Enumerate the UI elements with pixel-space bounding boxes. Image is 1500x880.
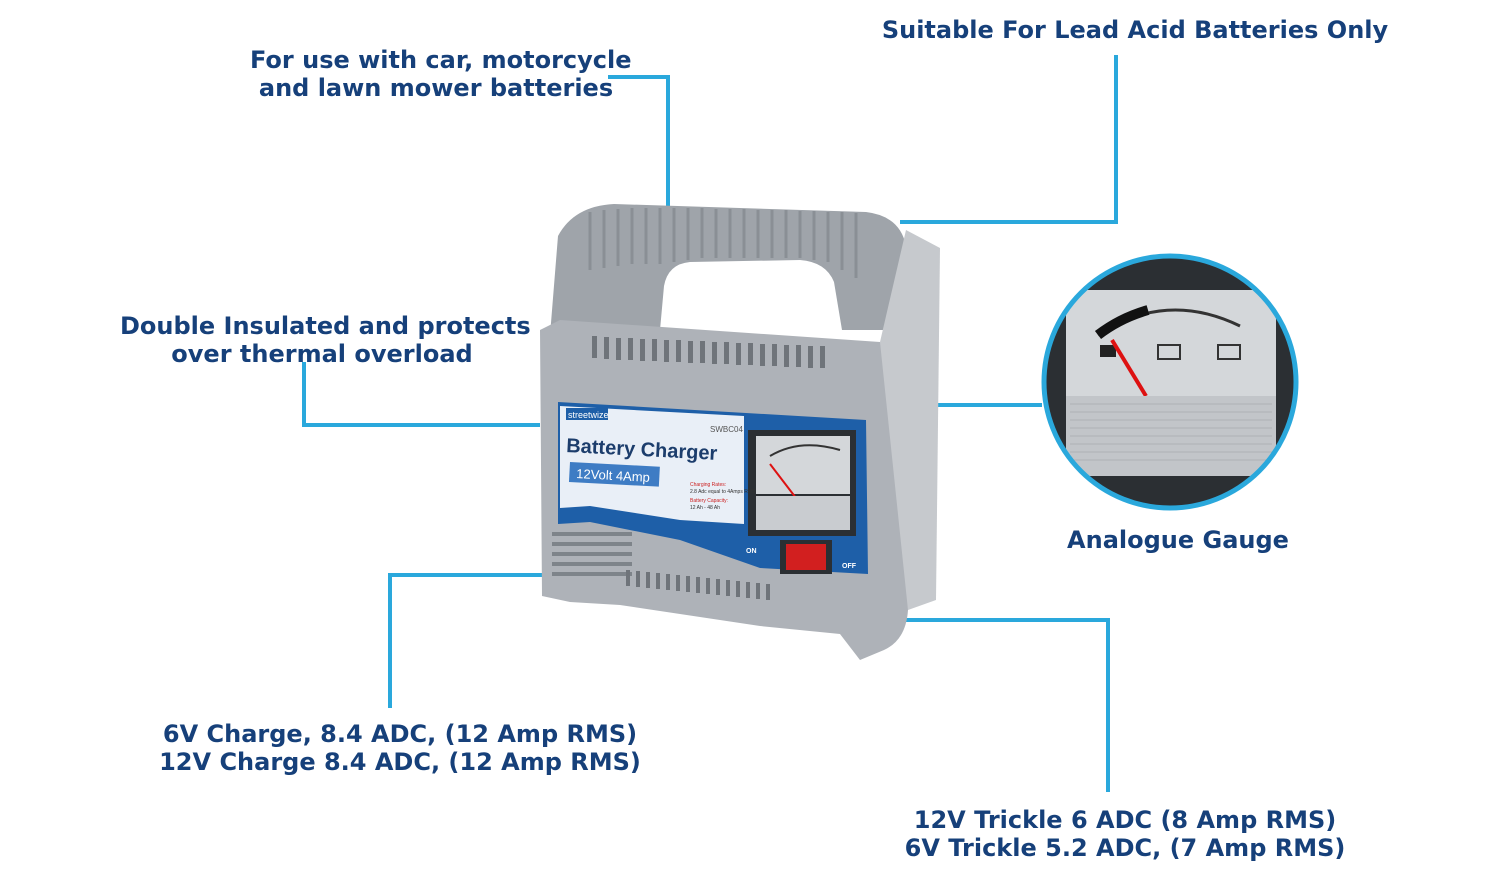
insulated-callout: Double Insulated and protects over therm… [120,312,531,368]
usage-callout: For use with car, motorcycle and lawn mo… [250,46,632,102]
gauge-callout: Analogue Gauge [1050,526,1306,554]
usage-line-1: For use with car, motorcycle [250,46,632,74]
lead-acid-text: Suitable For Lead Acid Batteries Only [881,16,1389,44]
trickle-callout: 12V Trickle 6 ADC (8 Amp RMS) 6V Trickle… [880,806,1370,862]
carry-handle [548,204,906,360]
trickle-line [878,618,1110,792]
charge-callout: 6V Charge, 8.4 ADC, (12 Amp RMS) 12V Cha… [150,720,650,776]
off-label: OFF [842,563,857,570]
charge-line-1: 6V Charge, 8.4 ADC, (12 Amp RMS) [162,720,638,748]
charge-line-2: 12V Charge 8.4 ADC, (12 Amp RMS) [159,748,641,776]
capacity-title: Battery Capacity: [690,498,728,504]
charge-line [388,573,568,708]
lead-acid-line [900,55,1118,224]
product-spec: 12Volt 4Amp [576,466,650,485]
rates-title: Charging Rates: [690,482,726,488]
trickle-line-1: 12V Trickle 6 ADC (8 Amp RMS) [913,806,1337,834]
on-label: ON [746,548,757,555]
gauge-text: Analogue Gauge [1067,526,1289,554]
gauge-zoom [1046,258,1294,506]
usage-line-2: and lawn mower batteries [258,74,614,102]
brand-label: streetwize [568,410,609,420]
insulated-line [302,362,540,427]
rates-text: 2.8 Adc equal to 4Amps RMS [690,489,756,495]
trickle-line-2: 6V Trickle 5.2 ADC, (7 Amp RMS) [904,834,1346,862]
capacity-text: 12 Ah - 48 Ah [690,505,720,511]
usage-line [608,75,670,215]
insulated-line-2: over thermal overload [171,340,473,368]
insulated-line-1: Double Insulated and protects [120,312,531,340]
lead-acid-callout: Suitable For Lead Acid Batteries Only [880,16,1390,44]
model-label: SWBC04 [710,425,743,434]
